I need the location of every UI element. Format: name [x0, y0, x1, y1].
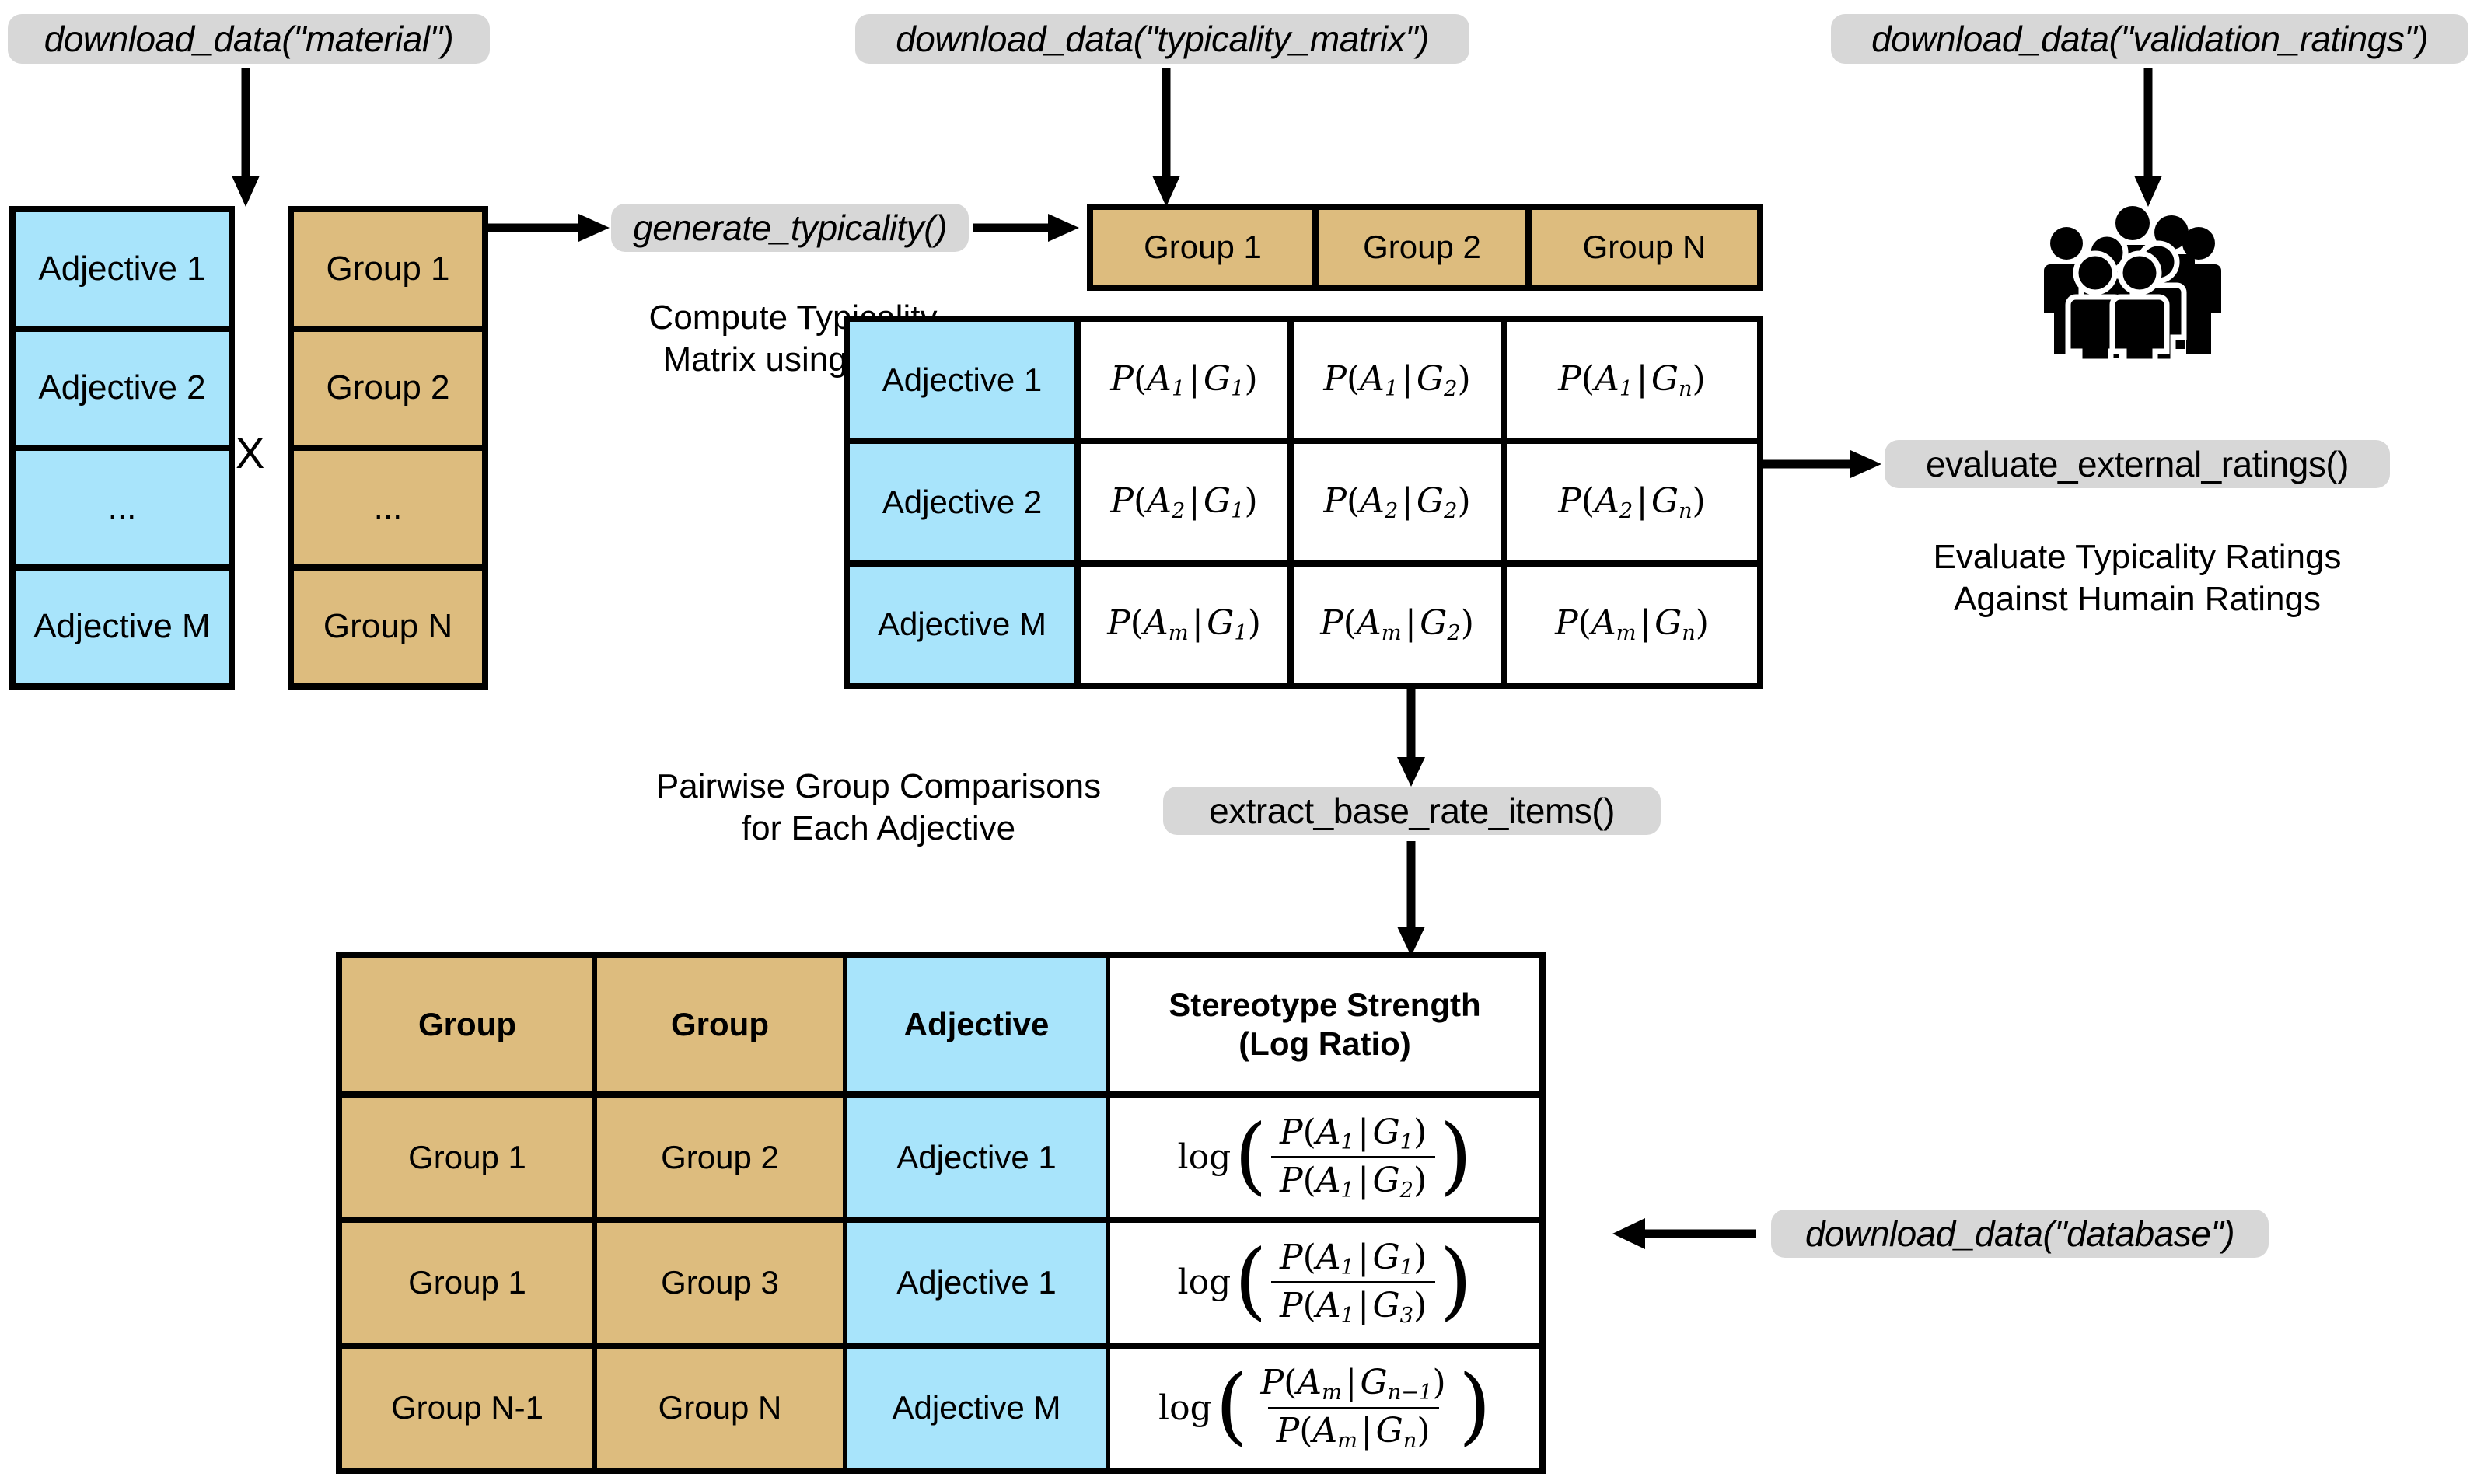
table-row: Adjective 1 P(A1|G1) P(A1|G2) P(A1|Gn) [850, 322, 1757, 445]
cell-adjective: Adjective M [847, 1348, 1110, 1468]
matrix-cell: P(A1|Gn) [1507, 322, 1757, 438]
arrow-generate-to-matrix [973, 214, 1082, 284]
list-item[interactable]: Adjective 2 [16, 331, 229, 451]
caption-pairwise-comparisons: Pairwise Group Comparisons for Each Adje… [655, 767, 1102, 847]
cell-group-b: Group 3 [597, 1223, 847, 1343]
matrix-row-header[interactable]: Adjective 2 [850, 444, 1081, 560]
matrix-column-headers: Group 1 Group 2 Group N [1087, 204, 1763, 291]
table-row: Group 1 Group 2 Adjective 1 log ( P(A1|G… [342, 1098, 1539, 1224]
cell-log-ratio: log ( P(A1|G1) P(A1|G2) ) [1110, 1098, 1539, 1217]
people-group-icon [2029, 206, 2236, 365]
list-item[interactable]: Group 1 [294, 212, 482, 332]
matrix-column-header[interactable]: Group N [1532, 210, 1757, 285]
matrix-cell: P(A2|Gn) [1507, 444, 1757, 560]
arrow-groups-to-generate [488, 214, 613, 284]
cross-product-symbol: X [236, 428, 265, 477]
pill-download-database[interactable]: download_data("database") [1771, 1210, 2269, 1258]
table-row: Group 1 Group 3 Adjective 1 log ( P(A1|G… [342, 1223, 1539, 1349]
matrix-cell: P(A2|G2) [1294, 444, 1507, 560]
matrix-row-header[interactable]: Adjective 1 [850, 322, 1081, 438]
cell-group-b: Group N [597, 1348, 847, 1468]
list-item[interactable]: ... [294, 451, 482, 571]
arrow-validation-ratings-down [2133, 68, 2164, 208]
arrow-extract-to-results [1396, 841, 1427, 958]
cell-group-b: Group 2 [597, 1098, 847, 1217]
pill-evaluate-external-ratings[interactable]: evaluate_external_ratings() [1885, 440, 2390, 488]
list-item[interactable]: Group 2 [294, 331, 482, 451]
matrix-row-header[interactable]: Adjective M [850, 566, 1081, 683]
table-row: Adjective 2 P(A2|G1) P(A2|G2) P(A2|Gn) [850, 444, 1757, 567]
matrix-cell: P(Am|G1) [1081, 566, 1294, 683]
caption-evaluate-ratings: Evaluate Typicality Ratings Against Huma… [1933, 538, 2342, 618]
pill-extract-base-rate-items[interactable]: extract_base_rate_items() [1163, 787, 1661, 835]
list-item[interactable]: Adjective 1 [16, 212, 229, 332]
pill-download-validation-ratings[interactable]: download_data("validation_ratings") [1831, 14, 2468, 64]
matrix-cell: P(A1|G2) [1294, 322, 1507, 438]
column-header-stereotype-strength[interactable]: Stereotype Strength (Log Ratio) [1110, 958, 1539, 1091]
cell-adjective: Adjective 1 [847, 1223, 1110, 1343]
arrow-matrix-to-evaluate [1762, 441, 1886, 503]
cell-group-a: Group 1 [342, 1223, 597, 1343]
matrix-column-header[interactable]: Group 1 [1093, 210, 1319, 285]
column-header-group-a[interactable]: Group [342, 958, 597, 1091]
pill-download-material[interactable]: download_data("material") [8, 14, 490, 64]
arrow-typicality-matrix-down [1151, 68, 1182, 208]
matrix-cell: P(A2|G1) [1081, 444, 1294, 560]
column-header-group-b[interactable]: Group [597, 958, 847, 1091]
adjective-list: Adjective 1 Adjective 2 ... Adjective M [9, 206, 235, 690]
table-row: Adjective M P(Am|G1) P(Am|G2) P(Am|Gn) [850, 566, 1757, 683]
matrix-cell: P(Am|Gn) [1507, 566, 1757, 683]
list-item[interactable]: Adjective M [16, 570, 229, 683]
cell-group-a: Group N-1 [342, 1348, 597, 1468]
arrow-database-to-results [1611, 1210, 1759, 1273]
cell-log-ratio: log ( P(A1|G1) P(A1|G3) ) [1110, 1223, 1539, 1343]
table-header-row: Group Group Adjective Stereotype Strengt… [342, 958, 1539, 1098]
matrix-cell: P(A1|G1) [1081, 322, 1294, 438]
list-item[interactable]: ... [16, 451, 229, 571]
column-header-adjective[interactable]: Adjective [847, 958, 1110, 1091]
pill-generate-typicality[interactable]: generate_typicality() [611, 204, 969, 252]
group-list: Group 1 Group 2 ... Group N [288, 206, 488, 690]
list-item[interactable]: Group N [294, 570, 482, 683]
cell-group-a: Group 1 [342, 1098, 597, 1217]
matrix-body: Adjective 1 P(A1|G1) P(A1|G2) P(A1|Gn) [844, 316, 1763, 689]
cell-adjective: Adjective 1 [847, 1098, 1110, 1217]
arrow-material-down [230, 68, 261, 208]
arrow-matrix-to-extract [1396, 689, 1427, 788]
matrix-cell: P(Am|G2) [1294, 566, 1507, 683]
cell-log-ratio: log ( P(Am|Gn−1) P(Am|Gn) ) [1110, 1348, 1539, 1468]
table-row: Group N-1 Group N Adjective M log ( P(Am… [342, 1348, 1539, 1468]
matrix-column-header[interactable]: Group 2 [1319, 210, 1532, 285]
pill-download-typicality-matrix[interactable]: download_data("typicality_matrix") [855, 14, 1469, 64]
results-table: Group Group Adjective Stereotype Strengt… [336, 952, 1546, 1474]
